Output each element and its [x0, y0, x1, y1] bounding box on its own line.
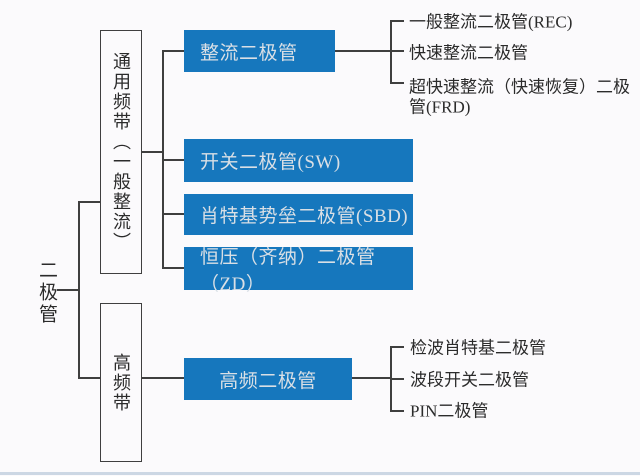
leaf-rec-diode: 一般整流二极管(REC) — [409, 12, 573, 32]
connector-line — [390, 378, 404, 380]
connector-line — [162, 159, 185, 161]
connector-line — [162, 267, 185, 269]
branch-box-high-band: 高频带 — [100, 303, 142, 462]
branch-label-general-band: 通用频带（一般整流） — [111, 52, 131, 252]
connector-line — [78, 201, 80, 379]
leaf-detector-schottky-diode: 检波肖特基二极管 — [410, 338, 546, 358]
connector-line — [390, 82, 404, 84]
connector-line — [390, 50, 404, 52]
connector-line — [352, 377, 392, 379]
connector-line — [141, 377, 184, 379]
branch-label-high-band: 高频带 — [111, 352, 131, 413]
leaf-frd-diode: 超快速整流（快速恢复）二极管(FRD) — [409, 77, 630, 117]
connector-line — [162, 50, 185, 52]
connector-line — [335, 50, 391, 52]
connector-line — [390, 410, 404, 412]
node-switching-diode: 开关二极管(SW) — [184, 139, 413, 182]
node-high-freq-diode: 高频二极管 — [184, 358, 352, 400]
bottom-cropped-strip — [0, 472, 640, 475]
node-label: 开关二极管(SW) — [200, 152, 341, 173]
connector-line — [390, 346, 404, 348]
node-label: 肖特基势垒二极管(SBD) — [200, 206, 409, 227]
leaf-band-switch-diode: 波段开关二极管 — [410, 370, 529, 390]
connector-line — [390, 20, 392, 84]
leaf-pin-diode: PIN二极管 — [410, 401, 489, 421]
connector-line — [141, 151, 163, 153]
branch-box-general-band: 通用频带（一般整流） — [100, 30, 142, 274]
node-zener-diode: 恒压（齐纳）二极管（ZD） — [184, 247, 413, 295]
connector-line — [162, 213, 185, 215]
root-node-label: 二极管 — [36, 260, 57, 326]
node-label: 整流二极管 — [200, 42, 298, 64]
node-rectifier-diode: 整流二极管 — [184, 30, 335, 72]
node-label: 高频二极管 — [219, 370, 317, 392]
connector-line — [390, 20, 404, 22]
node-label: 恒压（齐纳）二极管（ZD） — [200, 246, 376, 295]
node-schottky-diode: 肖特基势垒二极管(SBD) — [184, 194, 413, 235]
leaf-fast-rectifier-diode: 快速整流二极管 — [409, 43, 528, 63]
connector-line — [78, 377, 102, 379]
connector-line — [78, 201, 102, 203]
connector-line — [57, 289, 79, 291]
